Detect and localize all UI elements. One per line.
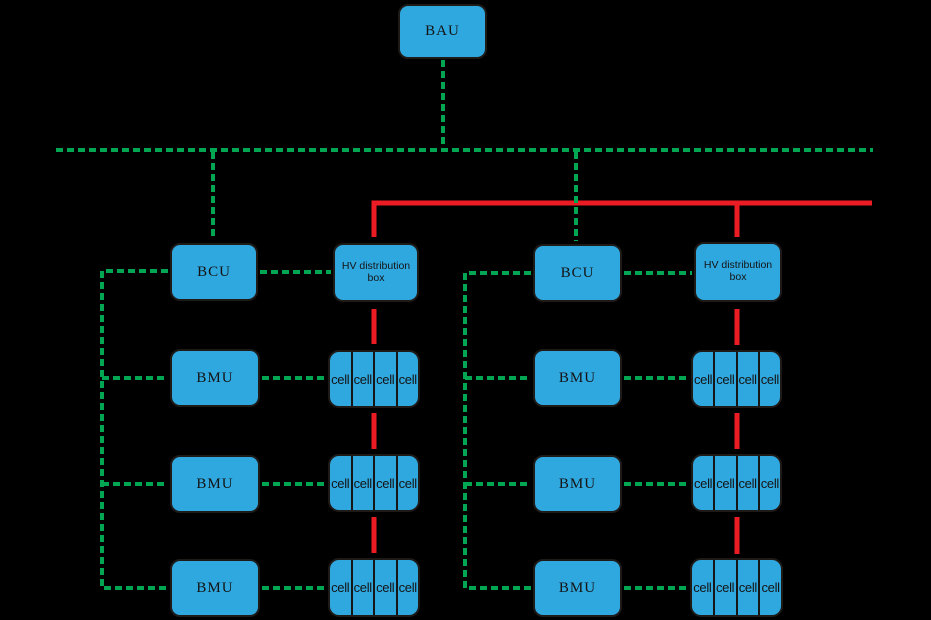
cell: cell xyxy=(735,352,758,406)
comm-rail-left xyxy=(100,269,168,590)
bmu-label: BMU xyxy=(558,369,597,386)
bmu-label: BMU xyxy=(558,475,597,492)
cell-group: cell cell cell cell xyxy=(690,558,783,617)
cell-group: cell cell cell cell xyxy=(691,350,782,408)
hv-distribution-box-left: HV distribution box xyxy=(333,243,419,302)
cell: cell xyxy=(331,475,350,491)
cell: cell xyxy=(395,560,419,615)
cell: cell xyxy=(373,456,396,510)
bmu-node: BMU xyxy=(170,349,260,407)
hv-distribution-box-right: HV distribution box xyxy=(694,242,782,302)
bcu-node-right: BCU xyxy=(533,244,622,302)
bmu-label: BMU xyxy=(196,475,234,492)
cell: cell xyxy=(693,580,712,595)
cell: cell xyxy=(331,580,350,595)
cell-group: cell cell cell cell xyxy=(328,558,420,617)
cell: cell xyxy=(712,560,736,615)
bmu-node: BMU xyxy=(170,455,260,513)
power-bus-line xyxy=(371,200,872,237)
cell: cell xyxy=(757,456,780,510)
bcu-node-left: BCU xyxy=(170,243,258,301)
cell: cell xyxy=(735,560,759,615)
cell: cell xyxy=(395,352,419,406)
hv-box-label: HV distribution box xyxy=(341,259,411,284)
cell: cell xyxy=(350,456,374,510)
cell: cell xyxy=(713,352,735,406)
cell: cell xyxy=(758,560,781,615)
cell: cell xyxy=(693,371,713,387)
cell: cell xyxy=(757,352,780,406)
cell: cell xyxy=(693,475,713,491)
cell-group: cell cell cell cell xyxy=(328,454,420,512)
cell: cell xyxy=(331,371,350,387)
bmu-node: BMU xyxy=(533,455,622,513)
cell: cell xyxy=(735,456,758,510)
bmu-label: BMU xyxy=(196,579,234,596)
power-lines xyxy=(371,200,872,554)
cell: cell xyxy=(395,456,419,510)
bmu-node: BMU xyxy=(170,559,260,617)
bmu-node: BMU xyxy=(533,349,622,407)
cell: cell xyxy=(373,352,396,406)
bmu-label: BMU xyxy=(196,369,234,386)
bcu-label: BCU xyxy=(560,264,595,281)
bau-node: BAU xyxy=(398,4,487,59)
bmu-label: BMU xyxy=(558,579,597,596)
cell: cell xyxy=(350,352,374,406)
cell: cell xyxy=(713,456,735,510)
cell-group: cell cell cell cell xyxy=(328,350,420,408)
cell: cell xyxy=(350,560,374,615)
bmu-node: BMU xyxy=(533,559,622,617)
bcu-label: BCU xyxy=(197,263,231,280)
cell-group: cell cell cell cell xyxy=(691,454,782,512)
bau-label: BAU xyxy=(425,23,460,39)
hv-box-label: HV distribution box xyxy=(703,259,773,283)
comm-rail-right xyxy=(463,271,531,590)
cell: cell xyxy=(373,560,396,615)
